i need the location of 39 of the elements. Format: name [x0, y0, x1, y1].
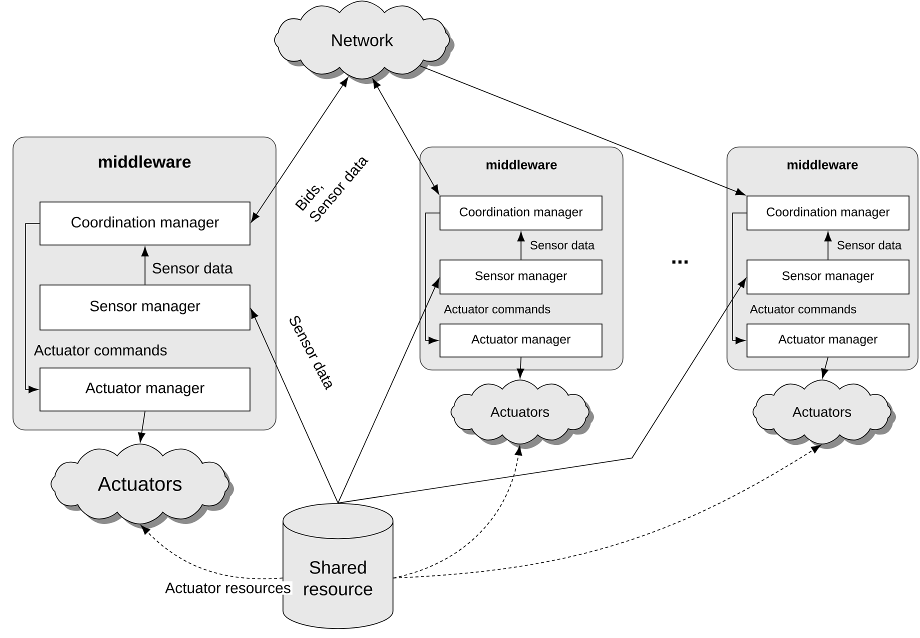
cloud: Actuators [50, 444, 234, 529]
cloud: Actuators [450, 380, 594, 449]
arrow [821, 357, 828, 378]
dashed-arrow [140, 525, 283, 580]
manager-box: Actuator manager [440, 324, 602, 358]
arrow [517, 232, 525, 260]
arrow [250, 77, 348, 222]
arrow [425, 212, 440, 344]
dashed-arrow [393, 444, 821, 578]
arrow [141, 246, 149, 285]
arrow [338, 278, 440, 504]
manager-box: Sensor manager [746, 260, 910, 294]
dashed-arrow [393, 446, 522, 578]
arrow [338, 278, 746, 504]
manager-box: Coordination manager [440, 196, 602, 230]
arrow [420, 65, 746, 196]
edge-label: Actuator resources [164, 581, 292, 595]
manager-box: Coordination manager [40, 202, 250, 246]
ellipsis: ... [672, 260, 688, 264]
arrow [372, 78, 440, 195]
cloud: Network [274, 0, 454, 84]
manager-box: Actuator manager [746, 324, 910, 358]
arrow [824, 232, 832, 260]
edge-label: Sensor data [528, 239, 596, 251]
edge-label: Actuator commands [32, 343, 169, 358]
edge-label: Sensor data [835, 239, 904, 251]
manager-box: Coordination manager [746, 196, 910, 230]
arrow [732, 212, 747, 344]
manager-box: Actuator manager [40, 368, 250, 412]
arrow [250, 308, 338, 504]
arrow [516, 357, 524, 378]
arrow [25, 223, 40, 394]
cloud: Actuators [752, 380, 896, 449]
manager-box: Sensor manager [40, 284, 250, 330]
edge-label: Actuator commands [748, 303, 858, 315]
edge-label: Actuator commands [442, 303, 552, 315]
arrow [138, 411, 146, 442]
manager-box: Sensor manager [440, 260, 602, 294]
edge-label: Sensor data [150, 261, 234, 276]
